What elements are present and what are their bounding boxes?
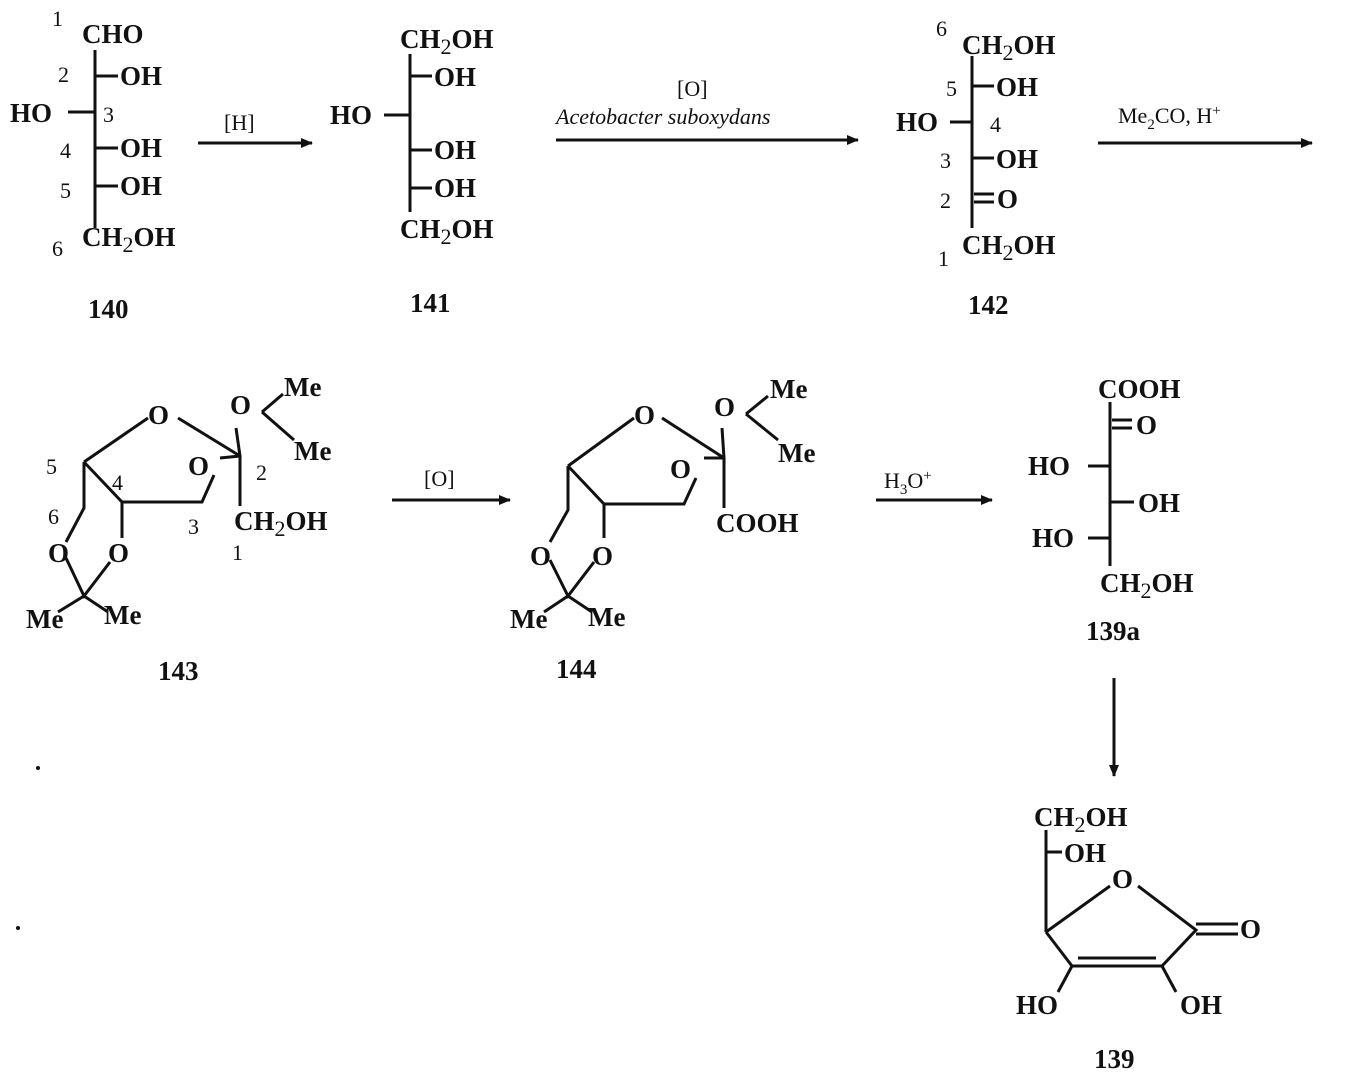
ch2oh-label: CH2OH [962,30,1056,65]
oh-label: OH [120,133,162,163]
keto-o-label: O [1240,914,1261,944]
compound-number-139: 139 [1094,1044,1135,1074]
locant-3: 3 [188,514,199,539]
locant-5: 5 [946,76,957,101]
ring-o-label: O [188,451,209,481]
ho-label: HO [1016,990,1058,1020]
reagent-h3o: H3O+ [884,468,932,498]
arrow-oxidation-acetobacter: [O] Acetobacter suboxydans [554,76,859,145]
ho-label: HO [896,107,938,137]
me-label: Me [588,602,625,632]
compound-number-144: 144 [556,654,597,684]
reagent-o: [O] [424,466,455,491]
locant-5: 5 [46,454,57,479]
ho-label: HO [10,98,52,128]
compound-number-141: 141 [410,288,451,318]
scan-speck [36,766,40,770]
ch2oh-label: CH2OH [1100,568,1194,603]
arrow-hydrolysis: H3O+ [876,468,993,505]
me-label: Me [284,372,321,402]
reagent-acetone: Me2CO, H+ [1118,103,1221,133]
ch2oh-label: CH2OH [962,230,1056,265]
me-label: Me [510,604,547,634]
ring-o-label: O [1112,864,1133,894]
scan-speck [16,926,20,930]
ring-o-label: O [230,390,251,420]
oh-label: OH [434,173,476,203]
compound-number-139a: 139a [1086,616,1141,646]
oh-label: OH [120,61,162,91]
me-label: Me [778,438,815,468]
oh-label: OH [1138,488,1180,518]
locant-3: 3 [103,102,114,127]
locant-6: 6 [936,16,947,41]
keto-o-label: O [997,184,1018,214]
compound-number-140: 140 [88,294,129,324]
ho-label: HO [1028,451,1070,481]
ring-o-label: O [148,400,169,430]
cooh-label: COOH [716,508,799,538]
reagent-acetobacter: Acetobacter suboxydans [554,104,770,129]
locant-2: 2 [58,62,69,87]
locant-1: 1 [52,6,63,31]
arrow-acetonation: Me2CO, H+ [1098,103,1313,148]
compound-139: CH2OH OH O O HO OH 139 [1016,802,1261,1074]
arrow-reduction: [H] [198,110,313,148]
reagent-h: [H] [224,110,255,135]
me-label: Me [770,374,807,404]
compound-140: 1 CHO 2 OH HO 3 4 OH 5 OH 6 CH2OH 140 [10,6,176,324]
oh-label: OH [434,62,476,92]
ring-o-label: O [634,400,655,430]
locant-6: 6 [52,236,63,261]
cooh-label: COOH [1098,374,1181,404]
compound-number-143: 143 [158,656,199,686]
compound-143: O O Me Me O 5 4 2 6 3 1 CH2OH O O Me Me … [26,372,331,686]
ring-o-label: O [530,541,551,571]
ch2oh-label: CH2OH [234,506,328,541]
ring-o-label: O [48,538,69,568]
locant-4: 4 [112,470,123,495]
ring-o-label: O [714,392,735,422]
ch2oh-label: CH2OH [1034,802,1128,837]
locant-2: 2 [256,460,267,485]
locant-3: 3 [940,148,951,173]
locant-1: 1 [938,246,949,271]
oh-label: OH [996,72,1038,102]
ho-label: HO [1032,523,1074,553]
me-label: Me [294,436,331,466]
locant-4: 4 [60,138,71,163]
ring-o-label: O [670,454,691,484]
ch2oh-label: CH2OH [82,222,176,257]
ch2oh-label: CH2OH [400,214,494,249]
compound-144: O O Me Me O COOH O O Me Me 144 [510,374,815,684]
oh-label: OH [996,144,1038,174]
locant-5: 5 [60,178,71,203]
oh-label: OH [1180,990,1222,1020]
ring-o-label: O [108,538,129,568]
me-label: Me [104,600,141,630]
compound-number-142: 142 [968,290,1009,320]
me-label: Me [26,604,63,634]
ho-label: HO [330,100,372,130]
oh-label: OH [120,171,162,201]
compound-141: CH2OH OH HO OH OH CH2OH 141 [330,24,494,318]
arrow-oxidation: [O] [392,466,511,505]
oh-label: OH [434,135,476,165]
ring-o-label: O [592,541,613,571]
reagent-o: [O] [677,76,708,101]
oh-label: OH [1064,838,1106,868]
locant-1: 1 [232,540,243,565]
locant-2: 2 [940,188,951,213]
keto-o-label: O [1136,410,1157,440]
cho-label: CHO [82,19,144,49]
ch2oh-label: CH2OH [400,24,494,59]
locant-6: 6 [48,504,59,529]
locant-4: 4 [990,112,1001,137]
compound-142: 6 CH2OH 5 OH HO 4 3 OH 2 O 1 CH2OH 142 [896,16,1056,320]
compound-139a: COOH O HO OH HO CH2OH 139a [1028,374,1194,646]
